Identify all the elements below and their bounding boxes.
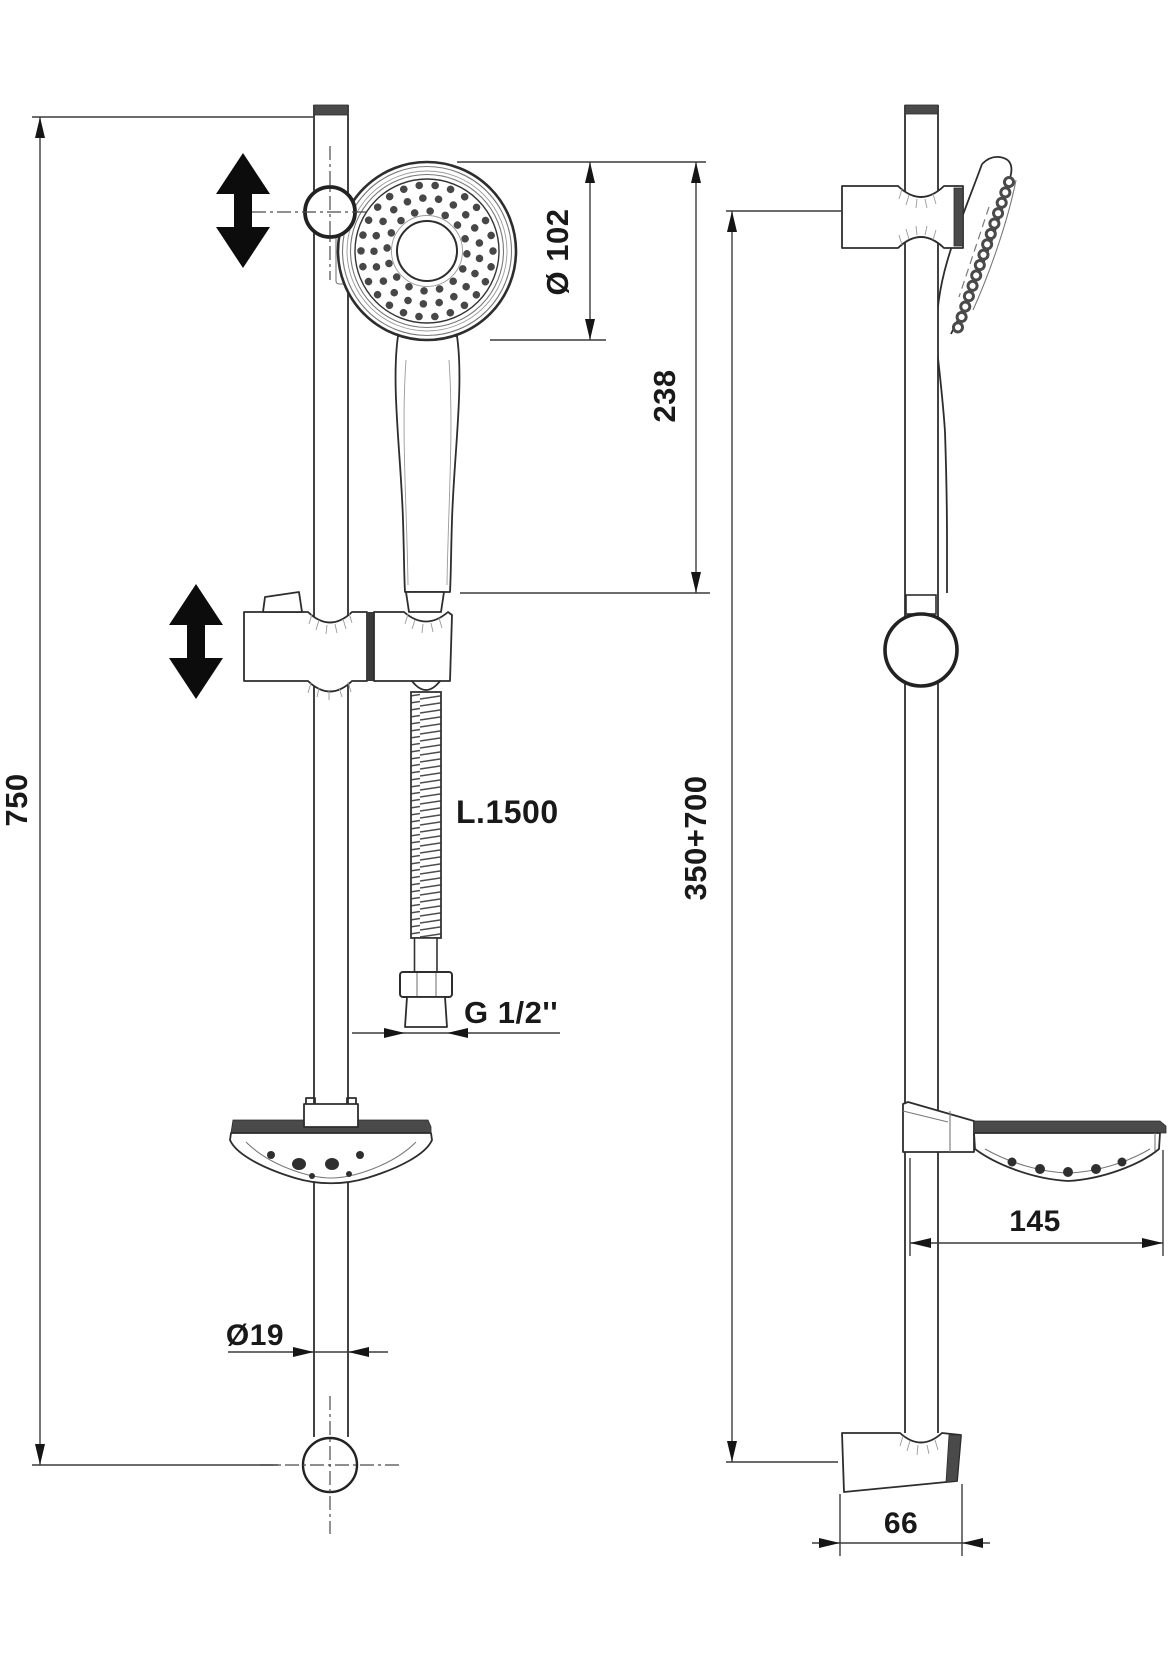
- dim-hose-length-label: L.1500: [456, 794, 559, 830]
- dim-rail-diameter: Ø19: [226, 1319, 388, 1357]
- dim-bracket-depth: 66: [812, 1484, 990, 1556]
- dim-102-label: Ø 102: [540, 209, 575, 296]
- dim-66-label: 66: [884, 1507, 918, 1540]
- slide-up-down-arrow-top: [216, 153, 270, 268]
- hose-end-tube: [413, 937, 438, 973]
- dim-head-diameter: Ø 102: [457, 161, 706, 341]
- dim-750-label: 750: [0, 773, 34, 826]
- front-handle: [394, 335, 461, 613]
- slide-up-down-arrow-middle: [169, 584, 223, 699]
- dim-handset-length: 238: [460, 162, 710, 594]
- front-hose: [399, 680, 453, 1028]
- side-rail: [904, 104, 939, 1433]
- front-view: [169, 104, 518, 1534]
- slider-clamp-bar: [367, 612, 374, 681]
- dim-dish-depth: 145: [909, 1150, 1164, 1256]
- side-bottom-bracket: [841, 1432, 962, 1493]
- front-bottom-mount: [260, 1396, 400, 1534]
- side-rail-cap: [904, 104, 939, 115]
- nozzle-rings: [357, 181, 497, 321]
- dim-350-700-label: 350+700: [678, 775, 713, 900]
- front-rail: [313, 104, 349, 1437]
- dim-thread: G 1/2'': [352, 995, 560, 1038]
- hose-thread-end: [404, 996, 448, 1028]
- front-rail-cap: [313, 104, 349, 116]
- front-shower-head: [336, 160, 518, 342]
- side-dish-drain-holes: [1007, 1157, 1127, 1177]
- dish-rail-collar: [303, 1103, 359, 1128]
- front-soap-dish: [229, 1097, 433, 1185]
- side-soap-dish: [902, 1101, 1167, 1182]
- side-view: [841, 104, 1167, 1493]
- side-slider-knob: [883, 594, 959, 688]
- dim-238-label: 238: [647, 369, 682, 422]
- dim-bar-height: 350+700: [678, 210, 841, 1463]
- dim-145-label: 145: [1009, 1205, 1061, 1238]
- hose-hex-nut: [399, 971, 453, 998]
- front-top-mount: [252, 146, 366, 280]
- corrugated-hose: [410, 691, 442, 939]
- dish-drain-holes: [267, 1151, 364, 1179]
- dim-19-label: Ø19: [226, 1319, 284, 1352]
- dimensions: 750 Ø 102 238 350+700 L.1500: [0, 116, 1164, 1556]
- dim-overall-height: 750: [0, 116, 313, 1466]
- side-top-bracket: [841, 185, 964, 249]
- dim-g12-label: G 1/2'': [464, 995, 558, 1030]
- slider-lock-button: [262, 591, 303, 613]
